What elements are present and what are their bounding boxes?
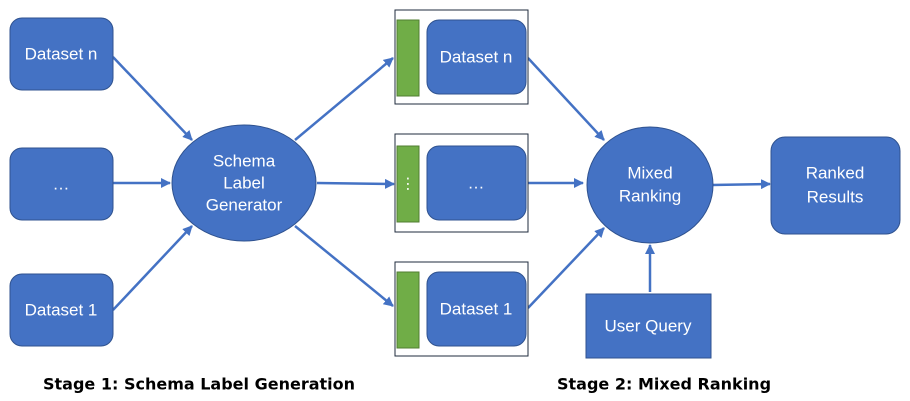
input-dataset-n: Dataset n xyxy=(9,17,114,91)
user-query: User Query xyxy=(585,293,712,359)
schema-label-generator: Schema Label Generator xyxy=(171,124,317,242)
labeled-dataset-1-label: Dataset 1 xyxy=(440,300,513,319)
edges xyxy=(112,56,771,311)
labeled-dataset-n-label: Dataset n xyxy=(440,48,513,67)
results-line-1: Ranked xyxy=(806,164,865,183)
schema-label-tag xyxy=(396,19,420,97)
generator-line-2: Label xyxy=(223,174,265,193)
stage-2-caption: Stage 2: Mixed Ranking xyxy=(557,375,771,394)
labeled-dataset-ellipsis: ⋮ … xyxy=(394,133,529,233)
edge-dataset-n-to-generator xyxy=(112,56,193,141)
input-dataset-1: Dataset 1 xyxy=(9,273,114,347)
input-dataset-n-label: Dataset n xyxy=(25,45,98,64)
labeled-dataset-n: Dataset n xyxy=(394,9,529,105)
results-line-2: Results xyxy=(807,188,864,207)
labeled-dataset-1: Dataset 1 xyxy=(394,261,529,357)
mixed-ranking: Mixed Ranking xyxy=(586,126,714,244)
edge-dataset-1-to-generator xyxy=(112,225,193,311)
ranker-line-2: Ranking xyxy=(619,187,681,206)
tag-ellipsis-label: ⋮ xyxy=(401,176,416,193)
edge-generator-to-labeled-ellipsis xyxy=(316,178,395,189)
ranker-line-1: Mixed xyxy=(627,164,672,183)
edge-labeled-dataset-n-to-ranker xyxy=(527,57,605,141)
input-ellipsis-label: … xyxy=(53,175,70,194)
stage-1-caption: Stage 1: Schema Label Generation xyxy=(43,375,355,394)
edge-ranker-to-results xyxy=(711,179,771,190)
schema-label-tag xyxy=(396,271,420,349)
user-query-label: User Query xyxy=(605,317,692,336)
generator-line-3: Generator xyxy=(206,196,283,215)
input-dataset-1-label: Dataset 1 xyxy=(25,301,98,320)
edge-generator-to-labeled-dataset-n xyxy=(294,57,394,141)
edge-generator-to-labeled-dataset-1 xyxy=(294,225,394,307)
labeled-ellipsis-label: … xyxy=(468,174,485,193)
schema-label-tag xyxy=(396,145,420,223)
generator-line-1: Schema xyxy=(213,152,276,171)
edge-labeled-dataset-1-to-ranker xyxy=(527,227,605,309)
input-dataset-ellipsis: … xyxy=(9,147,114,221)
ranked-results: Ranked Results xyxy=(770,136,901,235)
